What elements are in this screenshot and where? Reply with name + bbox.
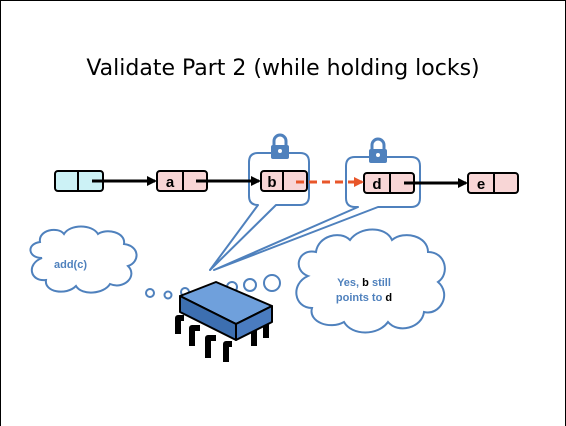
thought-right-line2: points to d (336, 292, 392, 304)
node-key-e: e (477, 176, 485, 193)
list-node-a: a (156, 170, 208, 192)
thought-left-text: add(c) (54, 259, 87, 271)
lock-icon (271, 133, 289, 159)
lock-icon (369, 137, 387, 163)
thought-bubble-dot (263, 274, 281, 292)
node-key-b: b (267, 174, 276, 191)
thought-cloud-left: add(c) (29, 225, 138, 294)
slide-title: Validate Part 2 (while holding locks) (86, 56, 480, 81)
thought-right-line1: Yes, b still (337, 277, 391, 289)
cpu-chip-icon (175, 281, 273, 362)
thought-bubble-dot (243, 278, 257, 292)
list-node-d: d (363, 172, 415, 194)
node-key-d: d (372, 176, 381, 193)
node-key-a: a (166, 174, 175, 191)
thought-bubble-dot (163, 290, 173, 300)
thought-bubble-dot (145, 288, 155, 298)
list-node-b: b (260, 170, 308, 192)
thought-cloud-right: Yes, b still points to d (295, 228, 446, 334)
list-node-e: e (467, 172, 519, 194)
